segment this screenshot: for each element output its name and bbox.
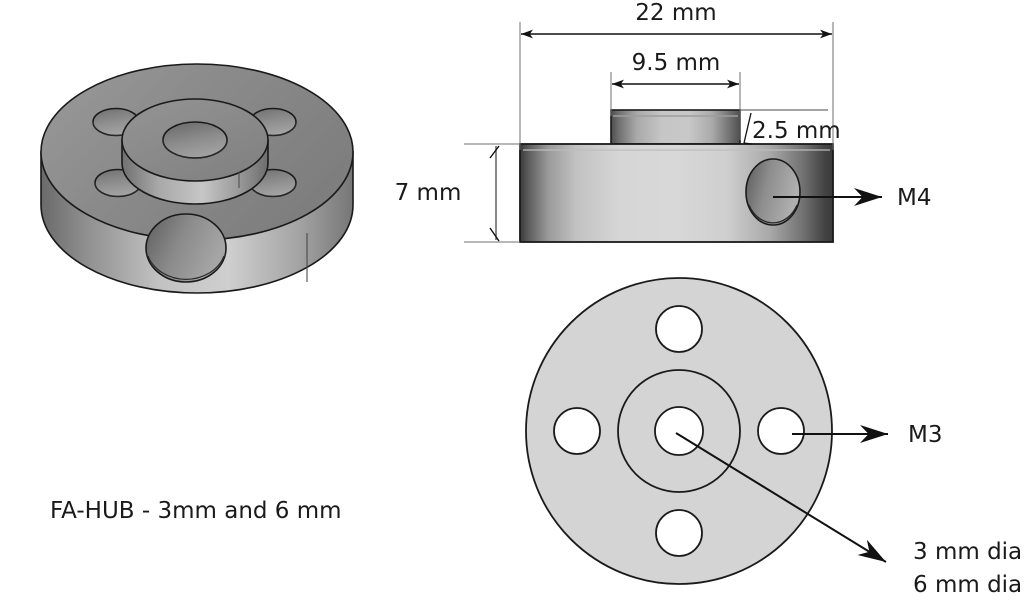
plan-center-bore — [654, 406, 704, 456]
leader-line — [675, 432, 887, 563]
callout-m3: M3 — [792, 422, 942, 448]
dimension-label-7mm: 7 mm — [395, 180, 462, 206]
plan-bolt-hole-left — [553, 407, 601, 455]
callout-label-3mm-dia: 3 mm dia — [913, 539, 1022, 565]
callout-label-m3: M3 — [908, 422, 942, 448]
tick-lower — [743, 142, 753, 145]
dimension-boss-diameter: 9.5 mm — [610, 50, 741, 140]
dimension-label-9-5mm: 9.5 mm — [632, 50, 721, 76]
side-hole-depth — [748, 204, 798, 224]
callout-label-m4: M4 — [897, 185, 931, 211]
plan-bolt-hole-top — [655, 305, 703, 353]
tick-top — [489, 145, 500, 159]
dimension-body-height: 7 mm — [395, 143, 520, 243]
plan-view — [525, 277, 833, 585]
tick-upper — [743, 112, 752, 144]
dimension-overall-diameter: 22 mm — [519, 0, 834, 150]
tick-bottom — [489, 227, 500, 242]
iso-side-hole-depth — [147, 255, 225, 280]
plan-bolt-hole-bottom — [655, 509, 703, 557]
dimension-label-2-5mm: 2.5 mm — [752, 118, 841, 144]
callout-bore-options: 3 mm dia 6 mm dia — [675, 432, 1022, 598]
iso-side-hole — [145, 213, 227, 283]
dimension-label-22mm: 22 mm — [635, 0, 716, 26]
isometric-view — [40, 63, 354, 294]
side-boss — [610, 109, 741, 145]
part-caption: FA-HUB - 3mm and 6 mm — [50, 498, 342, 524]
side-hole — [745, 158, 801, 226]
plan-bolt-hole-right — [757, 407, 805, 455]
dimension-boss-height: 2.5 mm — [740, 109, 841, 145]
callout-m4: M4 — [773, 185, 931, 211]
callout-label-6mm-dia: 6 mm dia — [913, 572, 1022, 598]
iso-center-bore-depth — [162, 139, 228, 159]
